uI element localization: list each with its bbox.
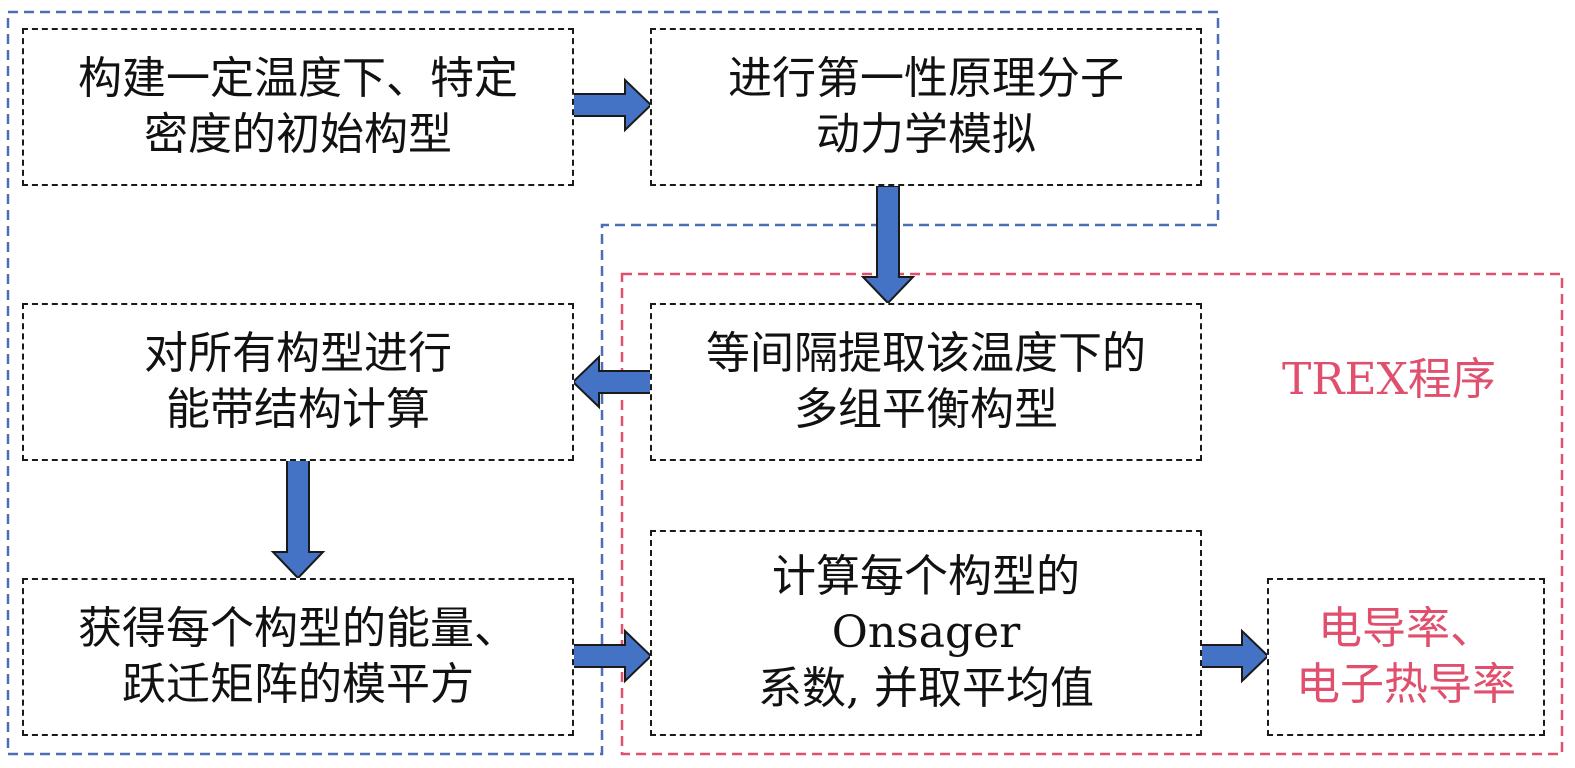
arrow-energy-to-onsager-icon xyxy=(571,628,653,684)
step-onsager-line-3: 系数, 并取平均值 xyxy=(758,663,1094,714)
step-onsager-line-1: 计算每个构型的 xyxy=(772,551,1080,602)
step-result-line-1: 电导率、 xyxy=(1318,603,1494,654)
step-energy-transition: 获得每个构型的能量、 跃迁矩阵的模平方 xyxy=(22,578,574,736)
step-extract-configurations-line-2: 多组平衡构型 xyxy=(794,384,1058,435)
step-first-principles-md-line-1: 进行第一性原理分子 xyxy=(728,53,1124,104)
step-first-principles-md-line-2: 动力学模拟 xyxy=(816,109,1036,160)
step-build-configuration: 构建一定温度下、特定 密度的初始构型 xyxy=(22,28,574,186)
step-build-configuration-line-2: 密度的初始构型 xyxy=(144,109,452,160)
trex-program-label: TREX程序 xyxy=(1282,354,1496,405)
step-band-structure-line-1: 对所有构型进行 xyxy=(144,328,452,379)
step-energy-transition-line-2: 跃迁矩阵的模平方 xyxy=(122,659,474,710)
trex-program-region xyxy=(620,272,1564,756)
step-onsager: 计算每个构型的 Onsager 系数, 并取平均值 xyxy=(650,530,1202,736)
step-result-line-2: 电子热导率 xyxy=(1296,659,1516,710)
arrow-band-to-energy-icon xyxy=(270,459,326,580)
step-result: 电导率、 电子热导率 xyxy=(1267,578,1545,736)
step-extract-configurations-line-1: 等间隔提取该温度下的 xyxy=(706,328,1146,379)
step-energy-transition-line-1: 获得每个构型的能量、 xyxy=(78,603,518,654)
step-onsager-line-2: Onsager xyxy=(831,607,1021,658)
arrow-extract-to-band-icon xyxy=(571,354,653,410)
step-extract-configurations: 等间隔提取该温度下的 多组平衡构型 xyxy=(650,303,1202,461)
arrow-onsager-to-result-icon xyxy=(1199,628,1270,684)
arrow-md-to-extract-icon xyxy=(860,185,916,305)
step-build-configuration-line-1: 构建一定温度下、特定 xyxy=(78,53,518,104)
step-first-principles-md: 进行第一性原理分子 动力学模拟 xyxy=(650,28,1202,186)
flow-arrows xyxy=(270,77,1270,684)
outer-process-region xyxy=(6,10,1220,756)
arrow-build-to-md-icon xyxy=(571,77,653,133)
step-band-structure: 对所有构型进行 能带结构计算 xyxy=(22,303,574,461)
step-band-structure-line-2: 能带结构计算 xyxy=(166,384,430,435)
